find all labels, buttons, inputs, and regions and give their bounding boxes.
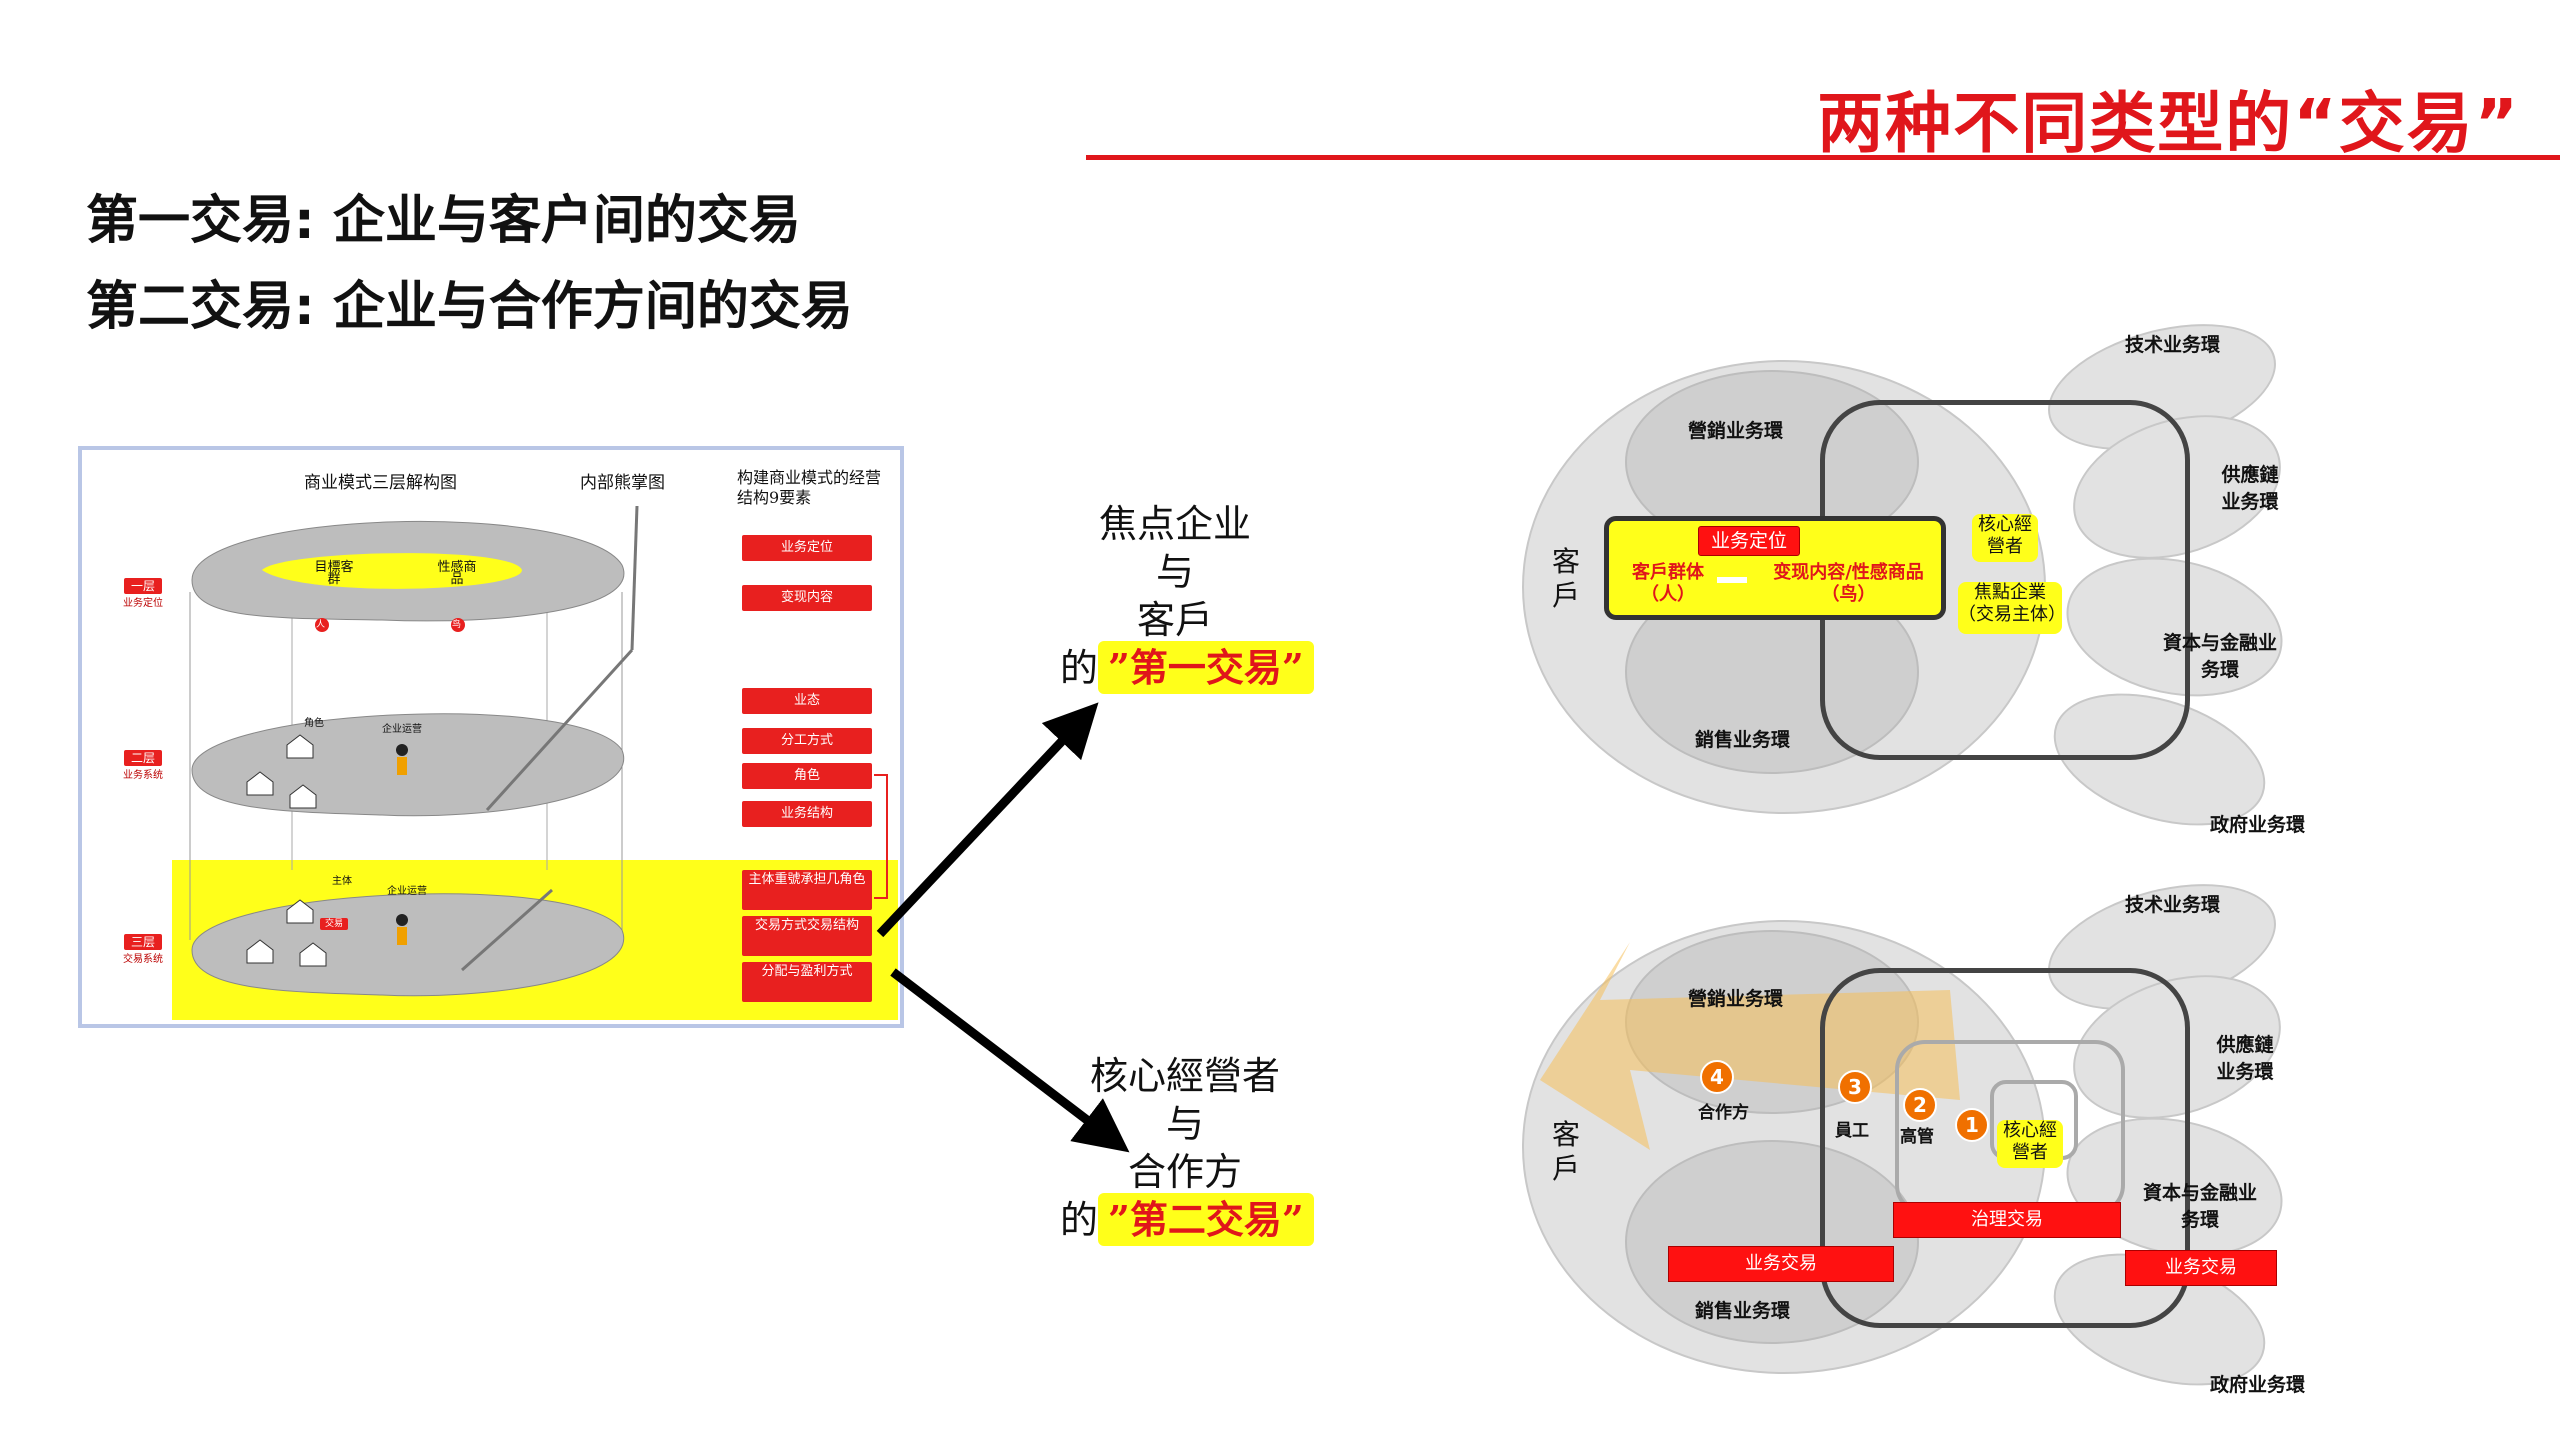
customer-group-label: 客戶群体（人）	[1632, 562, 1704, 605]
capital-ring-label: 資本与金融业务環	[2142, 1182, 2257, 1231]
customer-label: 客戶	[1552, 545, 1581, 612]
step-3-badge: 3	[1838, 1070, 1872, 1104]
people-dot-label: 人	[316, 620, 326, 630]
layer3-sub: 交易系统	[123, 954, 163, 965]
target-customers-label: 目標客群	[314, 560, 354, 587]
layer3-tag: 三层	[124, 934, 162, 950]
customer-label: 客戶	[1552, 1118, 1581, 1185]
partner-label: 合作方	[1698, 1103, 1749, 1123]
mid-biz-label: 企业运营	[382, 724, 422, 735]
first-trade-line2: 与	[1155, 550, 1194, 594]
marketing-ring-label: 營銷业务環	[1688, 420, 1784, 442]
mgmt-label: 高管	[1900, 1127, 1934, 1147]
tech-ring-label: 技术业务環	[2125, 334, 2221, 356]
first-trade-caption: 焦点企业 与 客戶 的”第一交易”	[1060, 500, 1314, 694]
diagram-header-bear: 内部熊掌图	[580, 473, 665, 493]
second-trade-highlight: ”第二交易”	[1098, 1193, 1314, 1246]
element-5: 角色	[742, 763, 872, 789]
focus-company-tag: 焦點企業（交易主体）	[1958, 582, 2066, 634]
sexy-product-label: 性感商品	[437, 560, 477, 587]
element-3: 业态	[742, 688, 872, 714]
three-layer-diagram: 商业模式三层解构图 内部熊掌图 构建商业模式的经营结构9要素 目標客群 性感商品…	[78, 446, 904, 1028]
step-1-badge: 1	[1955, 1108, 1989, 1142]
diagram-header-layers: 商业模式三层解构图	[304, 473, 457, 493]
slide-title: 两种不同类型的“交易”	[1817, 85, 2520, 162]
element-6: 业务结构	[742, 801, 872, 827]
second-trade-line2: 与	[1165, 1102, 1204, 1146]
layer2-sub: 业务系统	[123, 770, 163, 781]
second-trade-line3: 合作方	[1127, 1150, 1242, 1194]
focus-company-frame	[1820, 968, 2190, 1328]
first-trade-line3: 客戶	[1136, 598, 1213, 642]
second-trade-line1: 核心經營者	[1089, 1054, 1280, 1098]
core-operator-tag: 核心經營者	[1997, 1120, 2063, 1168]
sales-ring-label: 銷售业务環	[1695, 729, 1791, 751]
element-8: 交易方式交易结构	[742, 916, 872, 956]
monetize-label: 变现内容/性感商品（鸟）	[1773, 562, 1924, 605]
element-1: 业务定位	[742, 535, 872, 561]
headline-first-trade: 第一交易: 企业与客户间的交易	[86, 191, 801, 251]
biz-trade-right-bar: 业务交易	[2125, 1250, 2277, 1286]
first-trade-prefix: 的	[1060, 646, 1099, 690]
element-4: 分工方式	[742, 728, 872, 754]
first-trade-line1: 焦点企业	[1098, 502, 1251, 546]
bot-biz-label: 企业运营	[387, 886, 427, 897]
gov-ring-label: 政府业务環	[2210, 1374, 2306, 1396]
connector-bar	[1717, 577, 1747, 583]
biz-position-tag: 业务定位	[1698, 526, 1800, 556]
core-operator-tag: 核心經營者	[1972, 514, 2038, 562]
governance-trade-bar: 治理交易	[1893, 1202, 2121, 1238]
biz-trade-left-bar: 业务交易	[1668, 1246, 1894, 1282]
gov-ring-label: 政府业务環	[2210, 814, 2306, 836]
layer1-tag: 一层	[124, 578, 162, 594]
mid-role-label: 角色	[304, 718, 324, 729]
title-underline	[1086, 155, 2560, 160]
supply-ring-label: 供應鏈业务環	[2216, 1034, 2274, 1083]
second-trade-diagram: 技术业务環 營銷业务環 供應鏈业务環 資本与金融业务環 銷售业务環 政府业务環 …	[1520, 861, 2305, 1420]
element-9: 分配与盈利方式	[742, 962, 872, 1002]
staff-label: 員工	[1835, 1121, 1869, 1141]
layer2-tag: 二层	[124, 750, 162, 766]
first-trade-highlight: ”第一交易”	[1098, 641, 1314, 694]
step-4-badge: 4	[1700, 1060, 1734, 1094]
supply-ring-label: 供應鏈业务環	[2221, 464, 2279, 513]
second-trade-caption: 核心經營者 与 合作方 的”第二交易”	[1060, 1052, 1314, 1246]
capital-ring-label: 資本与金融业务環	[2162, 632, 2277, 681]
element-7: 主体重號承担几角色	[742, 870, 872, 910]
layer1-sub: 业务定位	[123, 598, 163, 609]
tech-ring-label: 技术业务環	[2125, 894, 2221, 916]
first-trade-diagram: 技术业务環 營銷业务環 供應鏈业务環 資本与金融业务環 銷售业务環 政府业务環 …	[1520, 301, 2305, 860]
second-trade-prefix: 的	[1060, 1198, 1099, 1242]
sales-ring-label: 銷售业务環	[1695, 1300, 1791, 1322]
headline-second-trade: 第二交易: 企业与合作方间的交易	[86, 277, 853, 337]
bot-trade-tag: 交易	[320, 918, 348, 930]
step-2-badge: 2	[1903, 1088, 1937, 1122]
marketing-ring-label: 營銷业务環	[1688, 988, 1784, 1010]
element-2: 变现内容	[742, 585, 872, 611]
bird-dot-label: 鸟	[452, 620, 462, 630]
bot-subject-label: 主体	[332, 876, 352, 887]
diagram-header-elements: 构建商业模式的经营结构9要素	[737, 468, 882, 507]
